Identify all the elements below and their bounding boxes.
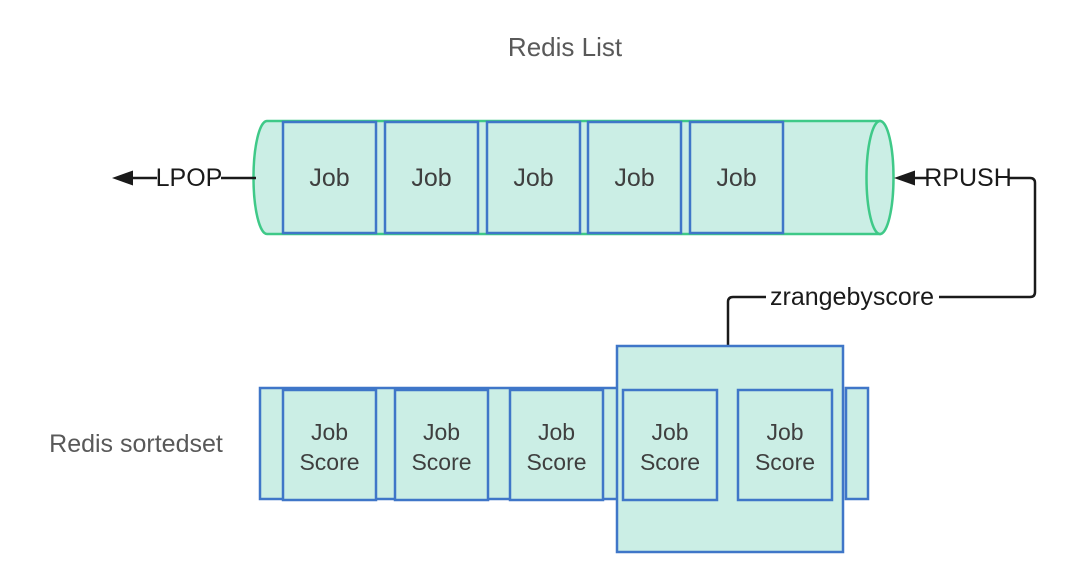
redis-sortedset-label: Redis sortedset [49, 430, 223, 458]
job-score-box [393, 388, 490, 502]
job-box [281, 120, 378, 235]
lpop-arrow: LPOP [112, 164, 256, 192]
job-score-line2: Score [299, 449, 359, 475]
job-box [688, 120, 785, 235]
job-cell: Job [281, 120, 378, 235]
rpush-arrow: RPUSH [894, 164, 1037, 299]
job-score-line1: Job [538, 419, 575, 445]
job-box-label: Job [716, 164, 756, 192]
job-score-line1: Job [311, 419, 348, 445]
rpush-elbow-line [939, 176, 1037, 299]
job-score-cell: Job Score [393, 388, 490, 502]
job-score-line1: Job [766, 419, 803, 445]
job-box-label: Job [513, 164, 553, 192]
sortedset-strip-end [844, 386, 870, 501]
job-box-label: Job [309, 164, 349, 192]
zrangebyscore-elbow-line [726, 295, 766, 346]
job-score-cell: Job Score [508, 388, 605, 502]
job-score-box [736, 388, 834, 502]
job-cell: Job [688, 120, 785, 235]
job-score-cell: Job Score [621, 388, 719, 502]
zrangebyscore-connector: zrangebyscore [726, 283, 934, 346]
job-score-line2: Score [755, 449, 815, 475]
job-score-line1: Job [423, 419, 460, 445]
redis-list-cylinder-end-cap [865, 119, 895, 236]
job-cell: Job [383, 120, 480, 235]
job-score-line2: Score [526, 449, 586, 475]
job-box-label: Job [411, 164, 451, 192]
job-box [586, 120, 683, 235]
redis-sortedset-section: Redis sortedset Job Score Job Score Job … [49, 344, 870, 554]
redis-list-section: Redis List Job Job Job Job Job L [112, 32, 1037, 299]
job-box [485, 120, 582, 235]
job-score-box [281, 388, 378, 502]
rpush-arrowhead-icon [894, 170, 915, 186]
job-score-line1: Job [651, 419, 688, 445]
zrangebyscore-label: zrangebyscore [770, 283, 934, 311]
lpop-label: LPOP [156, 164, 223, 192]
job-score-line2: Score [640, 449, 700, 475]
job-score-box [621, 388, 719, 502]
job-score-cell: Job Score [281, 388, 378, 502]
job-cell: Job [586, 120, 683, 235]
job-box-label: Job [614, 164, 654, 192]
job-score-line2: Score [411, 449, 471, 475]
job-score-cell: Job Score [736, 388, 834, 502]
lpop-arrowhead-icon [112, 170, 133, 186]
redis-list-title: Redis List [508, 32, 623, 62]
job-box [383, 120, 480, 235]
rpush-label: RPUSH [924, 164, 1012, 192]
job-cell: Job [485, 120, 582, 235]
job-score-box [508, 388, 605, 502]
